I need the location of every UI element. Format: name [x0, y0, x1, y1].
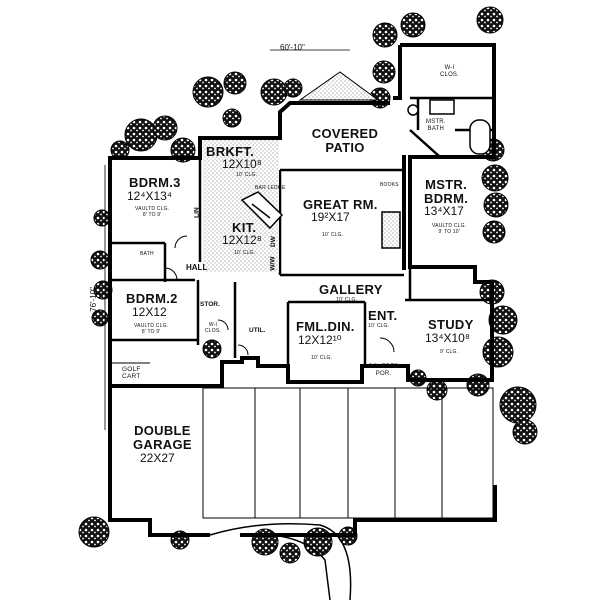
bdrm2-note: VAULTD CLG. 8' TO 9' [134, 323, 169, 335]
study-name: STUDY [428, 317, 474, 332]
kitchen-island [240, 191, 284, 230]
brkft-dim: 12X10⁸ [222, 157, 262, 171]
hall-label: HALL [186, 263, 208, 272]
overall-depth-dimension: 76'-10" [89, 286, 99, 312]
golf-cart-label: GOLF CART [122, 366, 141, 381]
dimension-lines [104, 49, 350, 430]
bar-ledge-label: BAR LEDGE [255, 185, 286, 191]
bdrm3-dim: 12⁴X13⁴ [127, 189, 173, 203]
util-label: UTIL. [249, 327, 266, 334]
great-rm-note: 10' CLG. [322, 232, 344, 238]
gallery-name: GALLERY [319, 282, 383, 297]
double-garage-name: DOUBLE GARAGE [133, 423, 192, 453]
covered-por-label: COVERED POR. [368, 364, 400, 377]
master-bath-fixtures [407, 99, 491, 155]
brkft-name: BRKFT. [206, 144, 255, 159]
kit-name: KIT. [232, 220, 257, 235]
ww-label: W/W [269, 256, 277, 271]
ent-name: ENT. [368, 308, 398, 323]
wi-clos-master-label: W-I CLOS. [440, 65, 460, 78]
fireplace [381, 211, 401, 249]
stor-label: STOR. [200, 301, 220, 308]
books-label: BOOKS [380, 182, 399, 188]
driveway [202, 387, 494, 600]
shrub-cluster-bottom [170, 526, 358, 564]
bdrm3-note: VAULTD CLG. 8' TO 9' [135, 206, 170, 218]
covered-patio-label: COVERED PATIO [311, 126, 379, 156]
great-rm-dim: 19²X17 [311, 210, 350, 224]
fml-din-note: 10' CLG. [311, 355, 333, 361]
bdrm3-name: BDRM.3 [129, 175, 181, 190]
kit-note: 10' CLG. [234, 250, 256, 256]
mstr-bdrm-dim: 13⁴X17 [424, 204, 464, 218]
lin-label: LIN [193, 207, 201, 218]
gallery-note: 10' CLG. [336, 297, 358, 303]
great-rm-name: GREAT RM. [303, 197, 378, 212]
double-garage-dim: 22X27 [140, 451, 175, 465]
shrub-cluster-top-right [369, 6, 504, 109]
study-note: 9' CLG. [440, 349, 459, 355]
fml-din-name: FML.DIN. [296, 319, 355, 334]
mstr-bdrm-name: MSTR. BDRM. [424, 177, 469, 207]
mstr-bath-label: MSTR. BATH [426, 119, 446, 132]
kit-dim: 12X12⁸ [222, 233, 262, 247]
wi-clos-bdrm2-label: W-I CLOS. [205, 322, 222, 334]
ent-note: 10' CLG. [368, 323, 390, 329]
dw-label: DW [269, 236, 277, 247]
door-swings [164, 235, 395, 356]
bdrm2-name: BDRM.2 [126, 291, 178, 306]
mstr-bdrm-note: VAULTD CLG. 9' TO 10' [432, 223, 467, 235]
shrub-cluster-top-left [110, 71, 303, 163]
brkft-note: 10' CLG. [236, 172, 258, 178]
landscaping [78, 6, 538, 564]
study-dim: 13⁴X10⁸ [425, 331, 470, 345]
overall-width-dimension: 60'-10" [280, 43, 305, 52]
patio-roof [298, 71, 380, 101]
bdrm2-dim: 12X12 [132, 305, 167, 319]
shrub-cluster-left [78, 209, 222, 548]
fml-din-dim: 12X12¹⁰ [298, 333, 342, 347]
bath-label: BATH [140, 251, 154, 257]
